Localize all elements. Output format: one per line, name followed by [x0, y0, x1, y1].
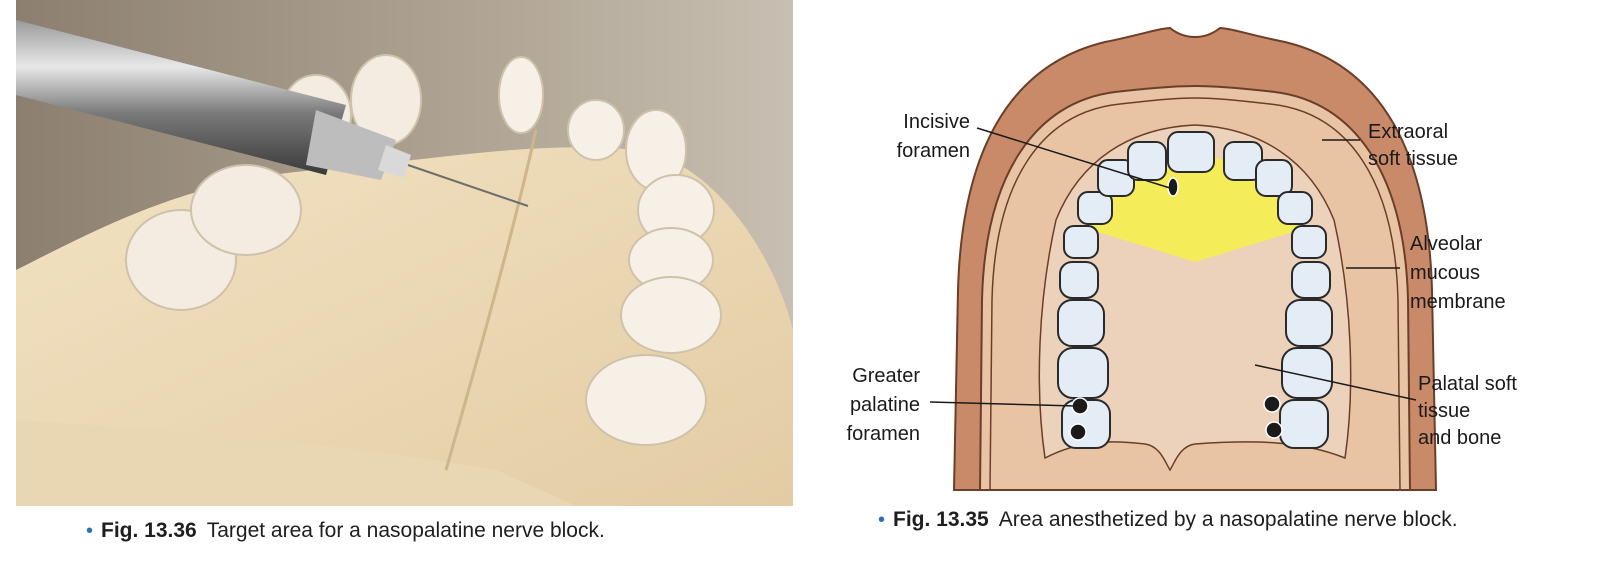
label-alveolar-mucous-membrane: Alveolar [1410, 233, 1483, 255]
label-greater-line2: palatine [850, 394, 920, 416]
photo-teeth-right [498, 56, 722, 446]
caption-bullet: • [86, 520, 94, 542]
skull-syringe-photo [16, 0, 793, 506]
label-greater-line3: foramen [847, 423, 920, 445]
fig-number-13-36: Fig. 13.36 [101, 519, 197, 542]
label-palatal-soft-tissue: Palatal soft [1418, 373, 1517, 395]
palate-diagram: Incisive foramen Extraoral soft tissue A… [830, 0, 1600, 500]
caption-fig-13-36: • Fig. 13.36 Target area for a nasopalatin… [86, 519, 605, 543]
label-incisive-foramen-line2: foramen [897, 140, 970, 162]
label-palatal-line2: tissue [1418, 400, 1470, 422]
label-extraoral-soft-tissue: Extraoral [1368, 121, 1448, 143]
greater-palatine-foramina [1069, 395, 1283, 441]
caption-bullet: • [878, 509, 886, 531]
caption-fig-13-35: • Fig. 13.35 Area anesthetized by a nasopa… [878, 508, 1458, 532]
palate-diagram-svg: Incisive foramen Extraoral soft tissue A… [847, 26, 1517, 491]
syringe [16, 20, 529, 207]
diagram-teeth [1057, 131, 1333, 449]
label-incisive-foramen: Incisive [903, 111, 970, 133]
label-greater-palatine-foramen: Greater [852, 365, 920, 387]
label-alveolar-line3: membrane [1410, 291, 1506, 313]
leader-lines [929, 127, 1417, 407]
incisive-foramen-mark [1167, 177, 1179, 197]
label-extraoral-line2: soft tissue [1368, 148, 1458, 170]
caption-text-13-36: Target area for a nasopalatine nerve blo… [206, 519, 605, 542]
label-alveolar-line2: mucous [1410, 262, 1480, 284]
label-palatal-line3: and bone [1418, 427, 1501, 449]
fig-number-13-35: Fig. 13.35 [893, 508, 989, 531]
photo-illustration [16, 0, 793, 506]
caption-text-13-35: Area anesthetized by a nasopalatine nerv… [998, 508, 1458, 531]
